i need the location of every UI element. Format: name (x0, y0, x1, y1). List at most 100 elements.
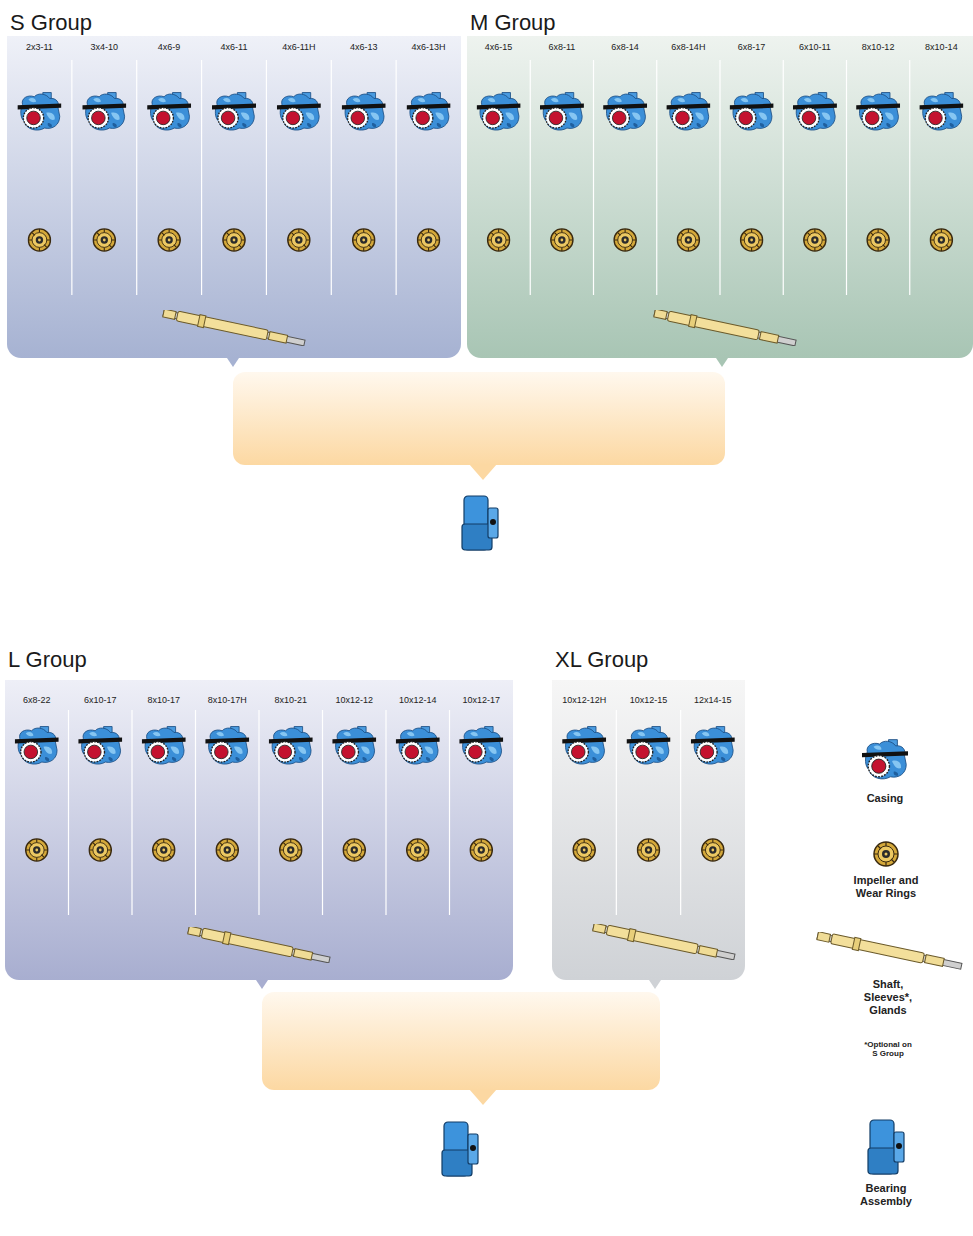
impeller-icon (158, 229, 180, 251)
shaft-icon (816, 930, 962, 972)
model-size-label: 4x6-13 (331, 41, 396, 53)
model-size-label: 10x12-14 (386, 694, 450, 706)
model-size-label: 8x10-12 (847, 41, 910, 53)
model-size-label: 6x8-14 (594, 41, 657, 53)
merge-pointer (469, 464, 497, 480)
column-divider (846, 60, 847, 295)
casing-icon (540, 93, 584, 131)
legend-text: Impeller and Wear Rings (844, 874, 928, 900)
model-size-label: 10x12-15 (616, 694, 680, 706)
model-size-label: 10x12-12H (552, 694, 616, 706)
group-panel: L Group6x8-226x10-178x10-178x10-17H8x10-… (5, 680, 513, 980)
casing-icon (691, 727, 735, 765)
model-size-label: 4x6-11H (266, 41, 331, 53)
panel-art (552, 680, 745, 980)
casing-icon (269, 727, 313, 765)
column-divider (593, 60, 594, 295)
panel-art (7, 36, 461, 358)
casing-icon (142, 727, 186, 765)
impeller-icon (874, 842, 898, 866)
merge-band (233, 372, 725, 465)
casing-icon (332, 727, 376, 765)
model-size-label: 4x6-11 (202, 41, 267, 53)
casing-icon (205, 727, 249, 765)
model-size-label: 8x10-17 (132, 694, 196, 706)
model-size-label: 6x8-22 (5, 694, 69, 706)
casing-icon (666, 93, 710, 131)
casing-icon (459, 727, 503, 765)
panel-art (467, 36, 973, 358)
impeller-icon (280, 839, 302, 861)
column-divider (680, 710, 681, 915)
panel-notch (716, 358, 728, 367)
shaft-icon (187, 924, 330, 966)
impeller-icon (343, 839, 365, 861)
casing-icon (212, 93, 256, 131)
legend-text: Casing (840, 792, 930, 805)
column-divider (616, 710, 617, 915)
group-panel: S Group2x3-113x4-104x6-94x6-114x6-11H4x6… (7, 36, 461, 358)
casing-icon (627, 727, 671, 765)
model-size-label: 10x12-17 (450, 694, 514, 706)
column-divider (266, 60, 267, 295)
impeller-icon (26, 839, 48, 861)
shaft-icon (653, 307, 796, 349)
impeller-icon (551, 229, 573, 251)
bearing-icon (442, 1122, 478, 1176)
bearing-icon (868, 1120, 904, 1174)
casing-icon (277, 93, 321, 131)
impeller-icon (614, 229, 636, 251)
panel-notch (227, 358, 239, 367)
column-divider (258, 710, 259, 915)
model-size-label: 10x12-12 (323, 694, 387, 706)
impeller-icon (407, 839, 429, 861)
impeller-icon (804, 229, 826, 251)
casing-icon (562, 727, 606, 765)
model-size-label: 8x10-17H (196, 694, 260, 706)
column-divider (396, 60, 397, 295)
model-size-label: 3x4-10 (72, 41, 137, 53)
impeller-icon (93, 229, 115, 251)
impeller-icon (867, 229, 889, 251)
shaft-icon (162, 307, 305, 349)
casing-icon (477, 93, 521, 131)
casing-icon (396, 727, 440, 765)
model-size-label: 2x3-11 (7, 41, 72, 53)
impeller-icon (288, 229, 310, 251)
column-divider (656, 60, 657, 295)
impeller-icon (637, 839, 659, 861)
impeller-icon (488, 229, 510, 251)
model-size-label: 8x10-14 (910, 41, 973, 53)
group-panel: XL Group10x12-12H10x12-1512x14-15 (552, 680, 745, 980)
impeller-icon (573, 839, 595, 861)
model-size-label: 4x6-13H (396, 41, 461, 53)
group-panel: M Group4x6-156x8-116x8-146x8-14H6x8-176x… (467, 36, 973, 358)
column-divider (131, 710, 132, 915)
panel-notch (649, 980, 661, 989)
merge-band (262, 992, 660, 1090)
group-heading: M Group (470, 10, 556, 36)
panel-notch (256, 980, 268, 989)
group-heading: L Group (8, 647, 87, 673)
casing-icon (342, 93, 386, 131)
casing-icon (82, 93, 126, 131)
column-divider (909, 60, 910, 295)
casing-icon (730, 93, 774, 131)
column-divider (331, 60, 332, 295)
impeller-icon (702, 839, 724, 861)
impeller-icon (741, 229, 763, 251)
impeller-icon (28, 229, 50, 251)
model-size-label: 6x8-14H (657, 41, 720, 53)
column-divider (530, 60, 531, 295)
model-size-label: 6x8-17 (720, 41, 783, 53)
model-size-label: 12x14-15 (681, 694, 745, 706)
column-divider (449, 710, 450, 915)
casing-icon (78, 727, 122, 765)
column-divider (322, 710, 323, 915)
impeller-icon (930, 229, 952, 251)
column-divider (783, 60, 784, 295)
column-divider (68, 710, 69, 915)
casing-icon (919, 93, 963, 131)
column-divider (195, 710, 196, 915)
